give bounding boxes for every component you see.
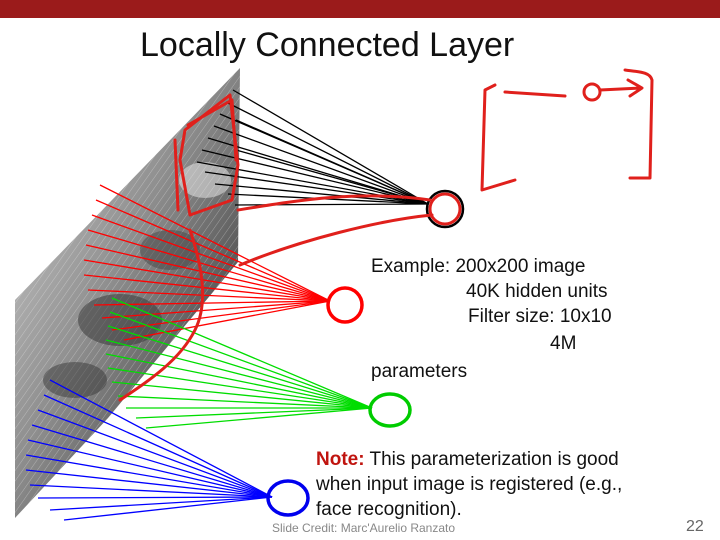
example-line-2: 40K hidden units [466, 280, 608, 304]
note-line-1-text: This parameterization is good [365, 449, 619, 470]
page-number: 22 [686, 518, 704, 536]
slide-credit: Slide Credit: Marc'Aurelio Ranzato [272, 521, 455, 535]
handwritten-arrow-diagram [482, 85, 515, 190]
hidden-unit-blue [268, 481, 308, 515]
hidden-unit-green [370, 394, 410, 426]
input-image [15, 68, 240, 518]
note-line-3: face recognition). [316, 498, 462, 522]
note-line-2: when input image is registered (e.g., [316, 473, 622, 497]
example-line-1: Example: 200x200 image [371, 255, 585, 279]
hidden-unit-red [328, 288, 362, 322]
hidden-unit-top [427, 191, 463, 227]
note-label: Note: [316, 449, 365, 470]
example-line-5: parameters [371, 360, 467, 384]
note-line-1: Note: This parameterization is good [316, 448, 619, 472]
example-line-4: 4M [550, 332, 576, 356]
example-line-3: Filter size: 10x10 [468, 305, 612, 329]
